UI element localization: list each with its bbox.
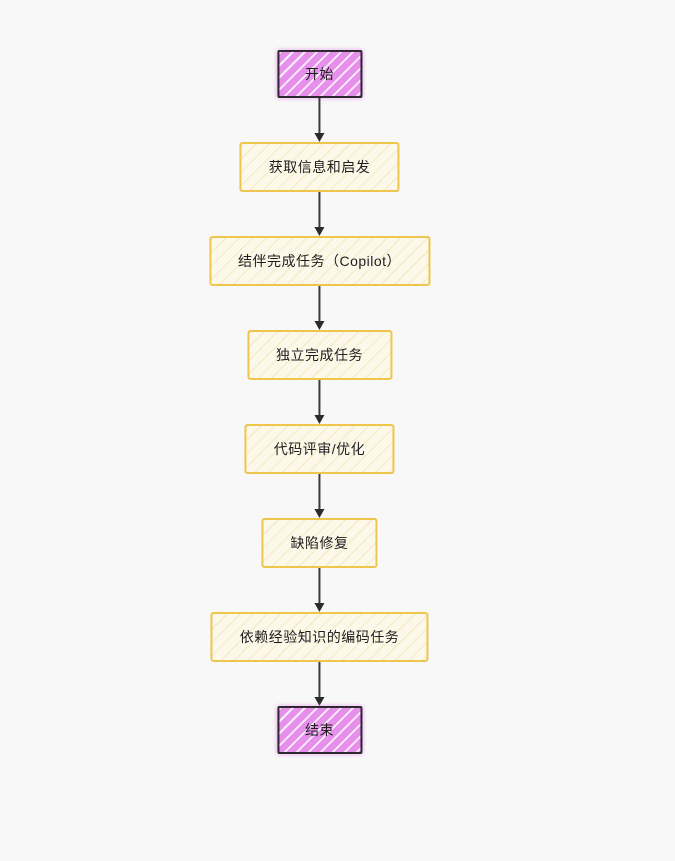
connector-line (318, 568, 321, 604)
arrowhead-icon (314, 133, 325, 142)
arrowhead-icon (314, 603, 325, 612)
flow-node-label: 获取信息和启发 (268, 159, 371, 175)
connector-line (318, 98, 321, 134)
flow-connector (314, 568, 325, 612)
arrowhead-icon (314, 697, 325, 706)
flow-node-end: 结束 (277, 706, 362, 754)
flow-node-label: 结束 (305, 722, 334, 738)
connector-line (318, 192, 321, 228)
flow-node-step6: 依赖经验知识的编码任务 (210, 612, 429, 662)
flow-connector (314, 286, 325, 330)
connector-line (318, 662, 321, 698)
arrowhead-icon (314, 227, 325, 236)
flow-connector (314, 380, 325, 424)
flow-node-label: 开始 (305, 66, 334, 82)
flow-connector (314, 474, 325, 518)
flow-node-label: 代码评审/优化 (273, 441, 366, 457)
flow-node-step1: 获取信息和启发 (239, 142, 400, 192)
flow-node-step5: 缺陷修复 (261, 518, 378, 568)
flow-node-step2: 结伴完成任务（Copilot） (208, 236, 431, 286)
flow-connector (314, 192, 325, 236)
connector-line (318, 474, 321, 510)
flow-node-step4: 代码评审/优化 (244, 424, 395, 474)
arrowhead-icon (314, 415, 325, 424)
flow-node-label: 缺陷修复 (290, 535, 349, 551)
flow-node-label: 独立完成任务 (276, 347, 363, 363)
connector-line (318, 286, 321, 322)
arrowhead-icon (314, 321, 325, 330)
flow-node-label: 结伴完成任务（Copilot） (237, 253, 402, 269)
flow-connector (314, 98, 325, 142)
connector-line (318, 380, 321, 416)
arrowhead-icon (314, 509, 325, 518)
flow-node-start: 开始 (277, 50, 362, 98)
flow-connector (314, 662, 325, 706)
flow-node-step3: 独立完成任务 (247, 330, 392, 380)
flowchart-column: 开始 获取信息和启发 结伴完成任务（Copilot） 独立完成任务 (208, 50, 431, 754)
flow-node-label: 依赖经验知识的编码任务 (239, 629, 400, 645)
